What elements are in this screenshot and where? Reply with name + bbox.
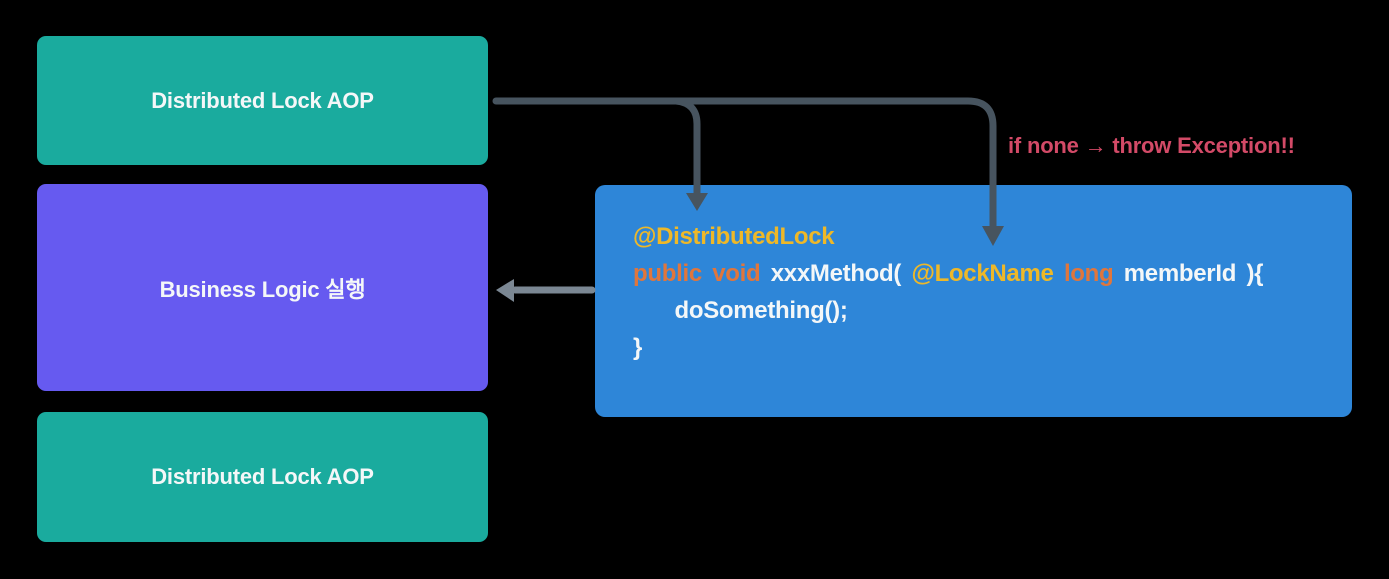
code-token: } <box>633 334 643 361</box>
code-token: ){ <box>1246 260 1264 287</box>
node-business-logic: Business Logic 실행 <box>37 184 488 391</box>
exception-annotation: if none → throw Exception!! <box>1008 133 1295 158</box>
code-token: void <box>712 260 771 287</box>
arrow-code-to-business-logic-icon <box>496 279 596 302</box>
code-line-2: public void xxxMethod( @LockName long me… <box>633 255 1263 292</box>
code-panel: @DistributedLock public void xxxMethod( @… <box>595 185 1352 417</box>
code-token: xxxMethod( <box>770 260 912 287</box>
code-line-1: @DistributedLock <box>633 218 1263 255</box>
code-token: @LockName <box>911 260 1064 287</box>
node-label-distributed-lock-aop-bottom: Distributed Lock AOP <box>151 464 374 489</box>
node-label-distributed-lock-aop-top: Distributed Lock AOP <box>151 87 374 113</box>
code-token: doSomething(); <box>633 297 848 324</box>
node-distributed-lock-aop-top: Distributed Lock AOP <box>37 36 488 165</box>
code-token: @DistributedLock <box>633 223 835 250</box>
code-snippet: @DistributedLock public void xxxMethod( @… <box>633 218 1263 366</box>
node-distributed-lock-aop-bottom: Distributed Lock AOP <box>37 412 488 542</box>
node-label-business-logic: Business Logic 실행 <box>159 276 366 302</box>
code-line-3: doSomething(); <box>633 292 1263 329</box>
code-token: memberId <box>1123 260 1247 287</box>
code-token: public <box>633 260 713 287</box>
code-token: long <box>1063 260 1124 287</box>
code-line-4: } <box>633 329 1263 366</box>
